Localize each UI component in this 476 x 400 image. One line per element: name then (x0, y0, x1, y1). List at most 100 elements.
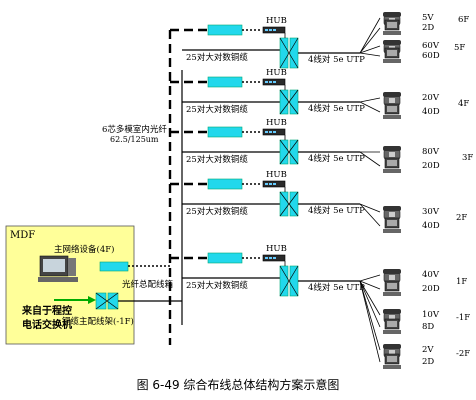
hub-icon (262, 254, 286, 262)
fiber-box-label: 光纤总配线箱 (122, 279, 174, 290)
fanout-line (359, 280, 381, 363)
trunk-cable-label: 25对大对数铜缆 (186, 52, 248, 63)
floor-label: 4F (458, 99, 469, 109)
cross-connect (279, 265, 299, 297)
floor-label: 1F (456, 277, 467, 287)
floor-label: -2F (456, 349, 470, 359)
cross-connect (279, 37, 299, 69)
voice-points: 30V (422, 207, 440, 217)
fanout-line (359, 280, 381, 328)
mdf-box (5, 225, 135, 345)
computer-icon (382, 353, 402, 370)
horizontal-cable-label: 4线对 5e UTP (308, 282, 365, 293)
voice-points: 80V (422, 147, 440, 157)
copper-frame-label: 铜缆主配线架(-1F) (62, 316, 134, 327)
fanout-line (359, 280, 381, 316)
fiber-spec-label: 62.5/125um (110, 135, 159, 144)
computer-icon (382, 19, 402, 36)
data-points: 20D (422, 284, 440, 294)
copper-main-frame (95, 292, 119, 310)
computer-icon (382, 47, 402, 64)
horizontal-cable-label: 4线对 5e UTP (308, 153, 365, 164)
horizontal-cable-label: 4线对 5e UTP (308, 103, 365, 114)
telephone-icon (382, 268, 402, 283)
floor-row: HUB 25对大对数铜缆 4线对 5e UTP 80V 20D 3F (170, 118, 473, 174)
trunk-cable-label: 25对大对数铜缆 (186, 280, 248, 291)
data-points: 60D (422, 51, 440, 61)
floor-row: HUB 25对大对数铜缆 4线对 5e UTP 40V 20D 1F 10V 8D -1F 2V 2… (170, 244, 470, 370)
hub-icon (262, 78, 286, 86)
hub-label: HUB (266, 244, 287, 254)
fiber-panel (207, 76, 243, 88)
fanout-line (359, 274, 381, 282)
fiber-panel (207, 252, 243, 264)
voice-points: 20V (422, 93, 440, 103)
hub-label: HUB (266, 118, 287, 128)
floor-label: -1F (456, 313, 470, 323)
voice-points: 40V (422, 270, 440, 280)
computer-icon (382, 157, 402, 174)
fanout-line (359, 17, 381, 54)
cross-connect (279, 191, 299, 217)
voice-points: 60V (422, 41, 440, 51)
pbx-label-line1: 来自于程控 (21, 304, 72, 317)
fanout-line (359, 27, 381, 54)
pbx-label-line2: 电话交换机 (22, 318, 72, 331)
voice-points: 10V (422, 310, 440, 320)
fanout-line (359, 280, 381, 290)
computer-icon (382, 280, 402, 297)
cross-connect (279, 139, 299, 165)
floor-row: HUB 25对大对数铜缆 4线对 5e UTP 20V 40D 4F (170, 68, 469, 120)
fanout-line (359, 45, 381, 54)
horizontal-cable-label: 4线对 5e UTP (308, 54, 365, 65)
floor-row: HUB 25对大对数铜缆 4线对 5e UTP 30V 40D 2F (170, 170, 467, 234)
computer-icon (382, 217, 402, 234)
trunk-cable-label: 25对大对数铜缆 (186, 206, 248, 217)
server-icon (38, 255, 78, 282)
telephone-icon (382, 145, 402, 160)
data-points: 40D (422, 221, 440, 231)
hub-label: HUB (266, 16, 287, 26)
trunk-cable-label: 25对大对数铜缆 (186, 154, 248, 165)
hub-icon (262, 26, 286, 34)
data-points: 40D (422, 107, 440, 117)
fanout-line (359, 203, 381, 213)
voice-points: 2V (422, 345, 434, 355)
fanout-line (359, 52, 381, 57)
mdf-label: MDF (10, 230, 35, 241)
fanout-line (359, 101, 381, 113)
pbx-arrow-head (88, 296, 96, 304)
floor-label: 2F (456, 213, 467, 223)
fanout-line (359, 151, 381, 167)
computer-icon (382, 318, 402, 335)
fanout-line (359, 280, 381, 351)
data-points: 8D (422, 322, 434, 332)
telephone-icon (382, 205, 402, 220)
data-points: 2D (422, 357, 434, 367)
telephone-icon (382, 91, 402, 106)
data-points: 2D (422, 23, 434, 33)
horizontal-cable-label: 4线对 5e UTP (308, 205, 365, 216)
main-equipment-label: 主网络设备(4F) (54, 244, 114, 255)
fiber-title-label: 6芯多模室内光纤 (102, 124, 167, 135)
fiber-panel (207, 126, 243, 138)
fiber-patch-panel (99, 261, 129, 272)
fanout-line (359, 97, 381, 103)
fanout-line (359, 203, 381, 227)
data-points: 20D (422, 161, 440, 171)
hub-label: HUB (266, 170, 287, 180)
fiber-panel (207, 178, 243, 190)
figure-caption: 图 6-49 综合布线总体结构方案示意图 (136, 378, 340, 392)
voice-points: 5V (422, 13, 434, 23)
hub-label: HUB (266, 68, 287, 78)
computer-icon (382, 103, 402, 120)
trunk-cable-label: 25对大对数铜缆 (186, 104, 248, 115)
floor-label: 3F (462, 153, 473, 163)
hub-icon (262, 180, 286, 188)
cross-connect (279, 89, 299, 115)
floor-label: 5F (454, 43, 465, 53)
fiber-panel (207, 24, 243, 36)
